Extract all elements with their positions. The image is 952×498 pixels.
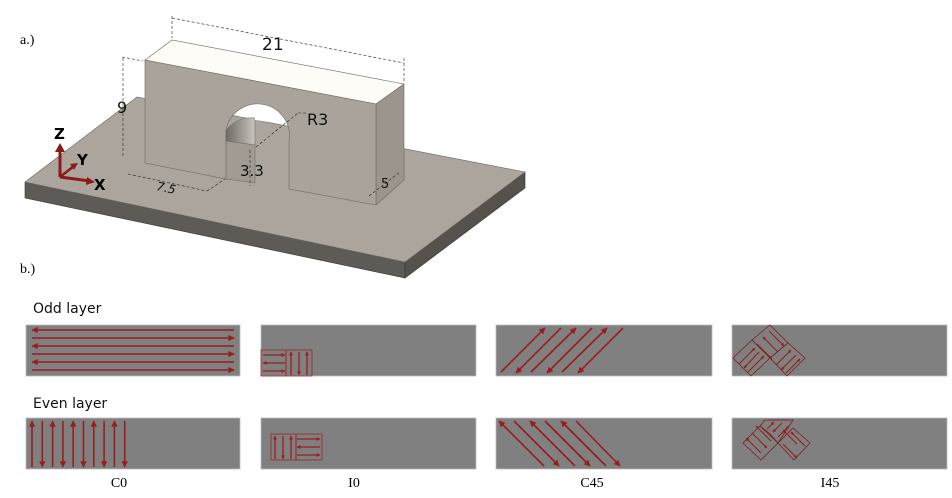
- z-axis-arrow-icon: [55, 143, 65, 152]
- dim-offset: 7.5: [155, 179, 177, 197]
- path-line: [782, 429, 798, 445]
- path-line: [529, 420, 576, 467]
- path-line: [766, 421, 775, 430]
- caption-i45: I45: [820, 476, 840, 491]
- path-line: [560, 420, 607, 467]
- arch-inner-wall: [225, 140, 256, 184]
- dimension-lines: [121, 16, 405, 197]
- path-line: [575, 420, 621, 467]
- dim-length: 21: [262, 35, 284, 55]
- arch-through-light: [255, 117, 282, 124]
- path-line: [751, 432, 768, 449]
- panel-c45-even: [495, 417, 713, 470]
- x-axis-arrow-icon: [86, 177, 95, 185]
- path-line: [546, 327, 593, 374]
- path-line: [513, 420, 560, 467]
- dim-height: 9: [117, 98, 127, 117]
- path-line: [772, 422, 783, 433]
- path-line: [500, 327, 546, 373]
- path-line: [782, 443, 798, 459]
- path-line: [785, 358, 801, 374]
- axis-y-label: Y: [76, 151, 89, 169]
- path-line: [561, 327, 608, 373]
- even-layer-label: Even layer: [33, 396, 108, 412]
- path-line: [747, 355, 765, 373]
- dim-thickness: 5: [381, 177, 389, 192]
- path-line: [530, 327, 577, 373]
- path-line: [755, 425, 772, 442]
- dim-arch-height: 3.3: [240, 162, 264, 180]
- y-axis-arrow-icon: [70, 163, 78, 170]
- axis-z-label: Z: [54, 125, 65, 143]
- path-line: [738, 347, 756, 365]
- caption-i0: I0: [348, 476, 360, 491]
- caption-c0: C0: [110, 476, 128, 491]
- path-line: [498, 420, 545, 467]
- block-front-face: [144, 59, 377, 206]
- axis-x-label: X: [94, 176, 106, 194]
- path-line: [775, 349, 792, 366]
- part-b-label: b.): [20, 262, 36, 277]
- path-line: [743, 351, 760, 369]
- panel-c0-even: [25, 417, 241, 470]
- path-line: [544, 420, 591, 467]
- path-line: [790, 431, 806, 447]
- caption-c45: C45: [580, 476, 604, 491]
- odd-layer-label: Odd layer: [33, 301, 102, 317]
- panel-i0-even: [260, 417, 477, 470]
- path-line: [768, 330, 785, 347]
- panel-c45-odd: [495, 324, 713, 377]
- part-a-label: a.): [20, 33, 35, 48]
- path-line: [762, 336, 779, 353]
- path-line: [745, 437, 762, 454]
- cad-model: 21 9 R3 3.3 7.5 5 Z Y X: [24, 16, 526, 279]
- path-line: [515, 327, 562, 374]
- panel-i45-odd: [731, 324, 948, 377]
- dim-radius: R3: [307, 110, 328, 129]
- panel-c0-odd: [25, 324, 241, 377]
- path-line: [577, 327, 624, 374]
- path-line: [780, 354, 797, 371]
- panel-i0-odd: [260, 324, 477, 377]
- path-line: [756, 343, 773, 360]
- panel-i45-even: [731, 417, 948, 470]
- axis-triad: Z Y X: [54, 125, 106, 194]
- upright-block: [144, 39, 405, 206]
